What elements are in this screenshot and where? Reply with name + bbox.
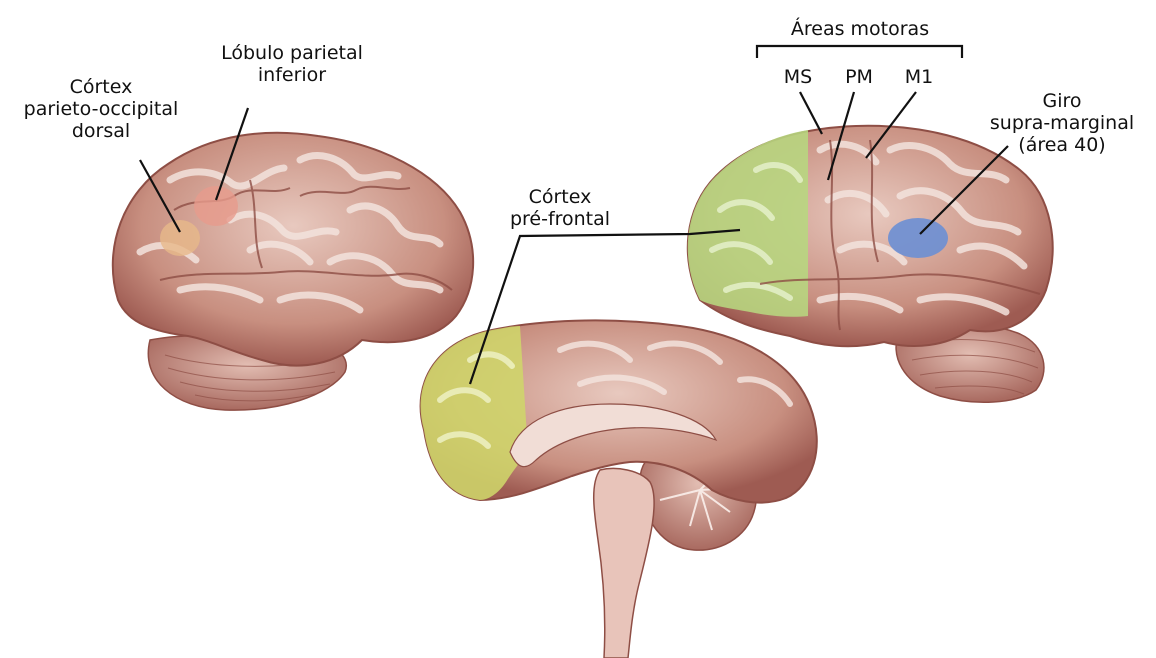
bracket-areas-motoras (757, 46, 962, 58)
inferior-parietal-lobule-region (194, 186, 238, 226)
label-prefrontal-line1: Córtex (490, 186, 630, 208)
supramarginal-gyrus-region (888, 218, 948, 258)
label-giro: Giro supra-marginal (área 40) (972, 90, 1152, 156)
center-brain-medial (421, 320, 817, 658)
label-giro-line3: (área 40) (972, 134, 1152, 156)
label-lobulo-parietal-line2: inferior (198, 64, 386, 86)
left-brain-lateral (113, 133, 473, 410)
label-parieto-occipital-line1: Córtex (6, 76, 196, 98)
label-parieto-occipital: Córtex parieto-occipital dorsal (6, 76, 196, 142)
label-parieto-occipital-line2: parieto-occipital (6, 98, 196, 120)
label-giro-line1: Giro (972, 90, 1152, 112)
label-lobulo-parietal-line1: Lóbulo parietal (198, 42, 386, 64)
label-m1: M1 (894, 66, 944, 88)
brainstem (594, 469, 654, 658)
dorsal-parieto-occipital-cortex-region (160, 220, 200, 256)
label-lobulo-parietal: Lóbulo parietal inferior (198, 42, 386, 86)
label-prefrontal: Córtex pré-frontal (490, 186, 630, 230)
label-parieto-occipital-line3: dorsal (6, 120, 196, 142)
label-giro-line2: supra-marginal (972, 112, 1152, 134)
label-ms: MS (772, 66, 824, 88)
label-pm: PM (834, 66, 884, 88)
right-prefrontal-region (688, 130, 808, 317)
label-prefrontal-line2: pré-frontal (490, 208, 630, 230)
label-areas-motoras: Áreas motoras (772, 18, 948, 40)
leader-ms (800, 92, 822, 134)
